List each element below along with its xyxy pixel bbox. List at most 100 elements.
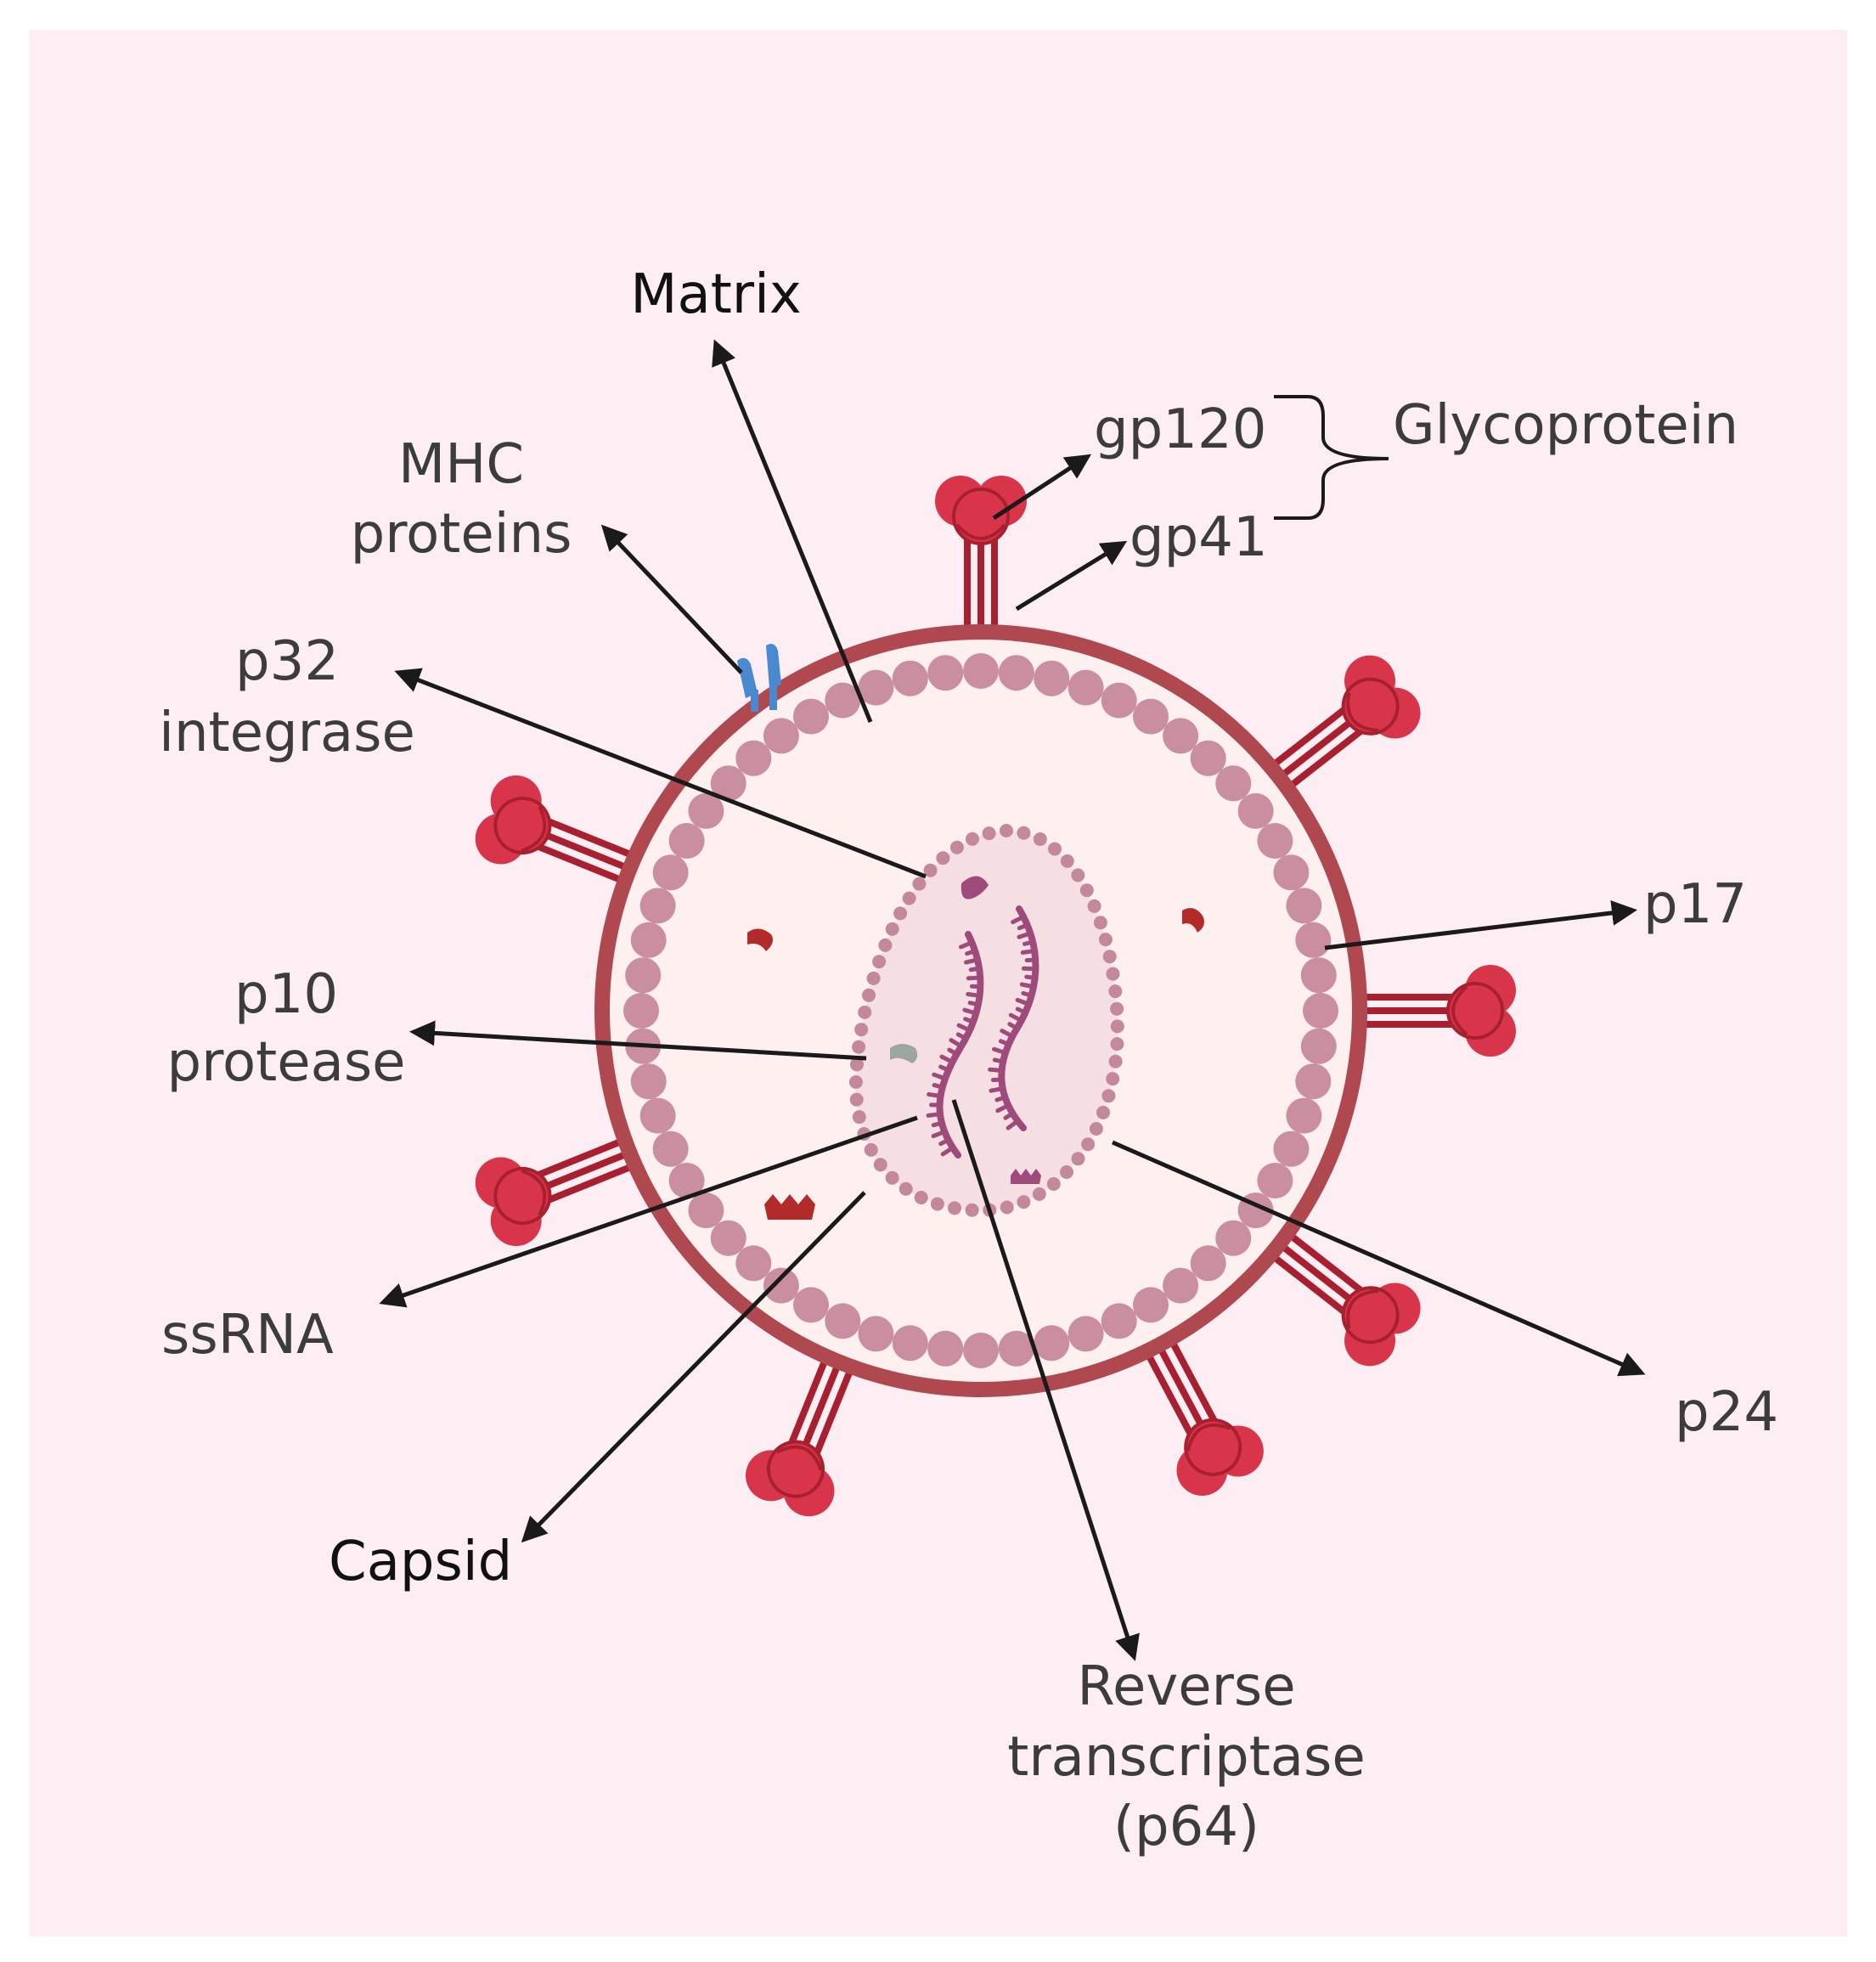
label-gp41: gp41	[1130, 506, 1268, 569]
capsid-dot	[1110, 1037, 1124, 1051]
capsid-dot	[966, 1204, 979, 1217]
capsid-dot	[852, 1040, 865, 1054]
matrix-bead	[893, 661, 928, 696]
capsid-dot	[983, 826, 996, 840]
label-glycoprotein: Glycoprotein	[1393, 394, 1738, 457]
capsid-dot	[886, 1171, 899, 1185]
rna-base-tick	[1023, 951, 1031, 952]
matrix-bead	[1133, 1287, 1169, 1322]
capsid-dot	[1017, 1195, 1030, 1209]
rna-base-tick	[994, 1049, 1003, 1051]
capsid-dot	[1047, 1177, 1061, 1191]
label-rt-line2: transcriptase	[1007, 1726, 1365, 1789]
matrix-bead	[1068, 1316, 1104, 1351]
matrix-bead	[653, 1131, 689, 1167]
capsid-dot	[1107, 967, 1120, 981]
rna-base-tick	[949, 1050, 954, 1052]
matrix-bead	[640, 888, 676, 923]
matrix-bead	[1191, 741, 1226, 776]
matrix-bead	[688, 1192, 724, 1228]
matrix-bead	[1273, 854, 1309, 890]
matrix-bead	[1257, 1163, 1293, 1198]
capsid-dot	[1096, 1106, 1110, 1119]
matrix-bead	[1163, 718, 1198, 753]
rna-base-tick	[928, 1114, 937, 1115]
rna-base-tick	[965, 1010, 973, 1012]
matrix-bead	[825, 1303, 860, 1339]
capsid-dot	[1080, 883, 1094, 897]
capsid-dot	[862, 989, 876, 1002]
label-capsid: Capsid	[329, 1531, 512, 1593]
rna-base-tick	[970, 1003, 975, 1004]
matrix-bead	[1101, 683, 1137, 719]
rna-base-tick	[933, 1124, 938, 1125]
matrix-bead	[858, 1316, 893, 1351]
capsid-dot	[899, 1182, 913, 1196]
matrix-bead	[999, 655, 1034, 691]
rna-base-tick	[929, 1095, 938, 1096]
label-p10-line1: p10	[234, 963, 338, 1026]
matrix-bead	[1286, 1098, 1321, 1134]
matrix-bead	[1034, 661, 1069, 696]
capsid-dot	[858, 1006, 871, 1019]
rna-base-tick	[971, 969, 976, 970]
matrix-bead	[653, 854, 689, 890]
capsid-dot	[948, 1201, 961, 1215]
rna-base-tick	[997, 1098, 1002, 1100]
rna-base-tick	[934, 1074, 942, 1077]
matrix-bead	[963, 653, 999, 689]
capsid-dot	[950, 841, 964, 854]
matrix-bead	[1286, 888, 1321, 923]
capsid-dot	[1106, 1072, 1119, 1085]
matrix-bead	[1215, 1221, 1251, 1256]
matrix-bead	[1163, 1268, 1198, 1304]
rna-base-tick	[1019, 927, 1024, 928]
capsid-dot	[853, 1110, 866, 1124]
matrix-bead	[1257, 823, 1293, 859]
capsid-dot	[1111, 1019, 1124, 1033]
matrix-bead	[1034, 1325, 1069, 1361]
rna-base-tick	[994, 1060, 1000, 1061]
matrix-bead	[1215, 765, 1251, 801]
rna-base-tick	[934, 1085, 939, 1087]
capsid-dot	[936, 851, 949, 865]
capsid-dot	[1088, 899, 1101, 913]
capsid-dot	[1110, 1002, 1124, 1016]
capsid-dot	[1099, 933, 1113, 946]
matrix-bead	[1068, 670, 1104, 706]
label-rt-line1: Reverse	[1077, 1655, 1295, 1718]
rna-base-tick	[933, 1133, 941, 1136]
capsid-dot	[1060, 1165, 1073, 1179]
capsid-dot	[1101, 1089, 1115, 1102]
capsid-dot	[1034, 832, 1047, 846]
matrix-bead	[1303, 993, 1338, 1029]
rna-base-tick	[1006, 1115, 1010, 1118]
matrix-bead	[1301, 1029, 1337, 1064]
capsid-dot	[865, 1143, 878, 1157]
matrix-bead	[963, 1333, 999, 1368]
capsid-dot	[874, 1158, 887, 1171]
rna-base-tick	[1017, 1000, 1025, 1003]
capsid-dot	[867, 972, 881, 985]
matrix-bead	[669, 823, 705, 859]
capsid-dot	[878, 939, 892, 952]
capsid-dot	[1090, 1122, 1103, 1136]
matrix-bead	[1133, 699, 1169, 735]
rna-base-tick	[1010, 1024, 1014, 1027]
matrix-bead	[1295, 922, 1331, 958]
matrix-bead	[893, 1325, 928, 1361]
matrix-bead	[927, 655, 963, 691]
matrix-bead	[1273, 1131, 1309, 1167]
rna-base-tick	[1017, 1009, 1023, 1011]
label-p17: p17	[1643, 873, 1747, 936]
matrix-bead	[640, 1098, 676, 1134]
matrix-bead	[623, 993, 659, 1029]
rna-base-tick	[941, 1142, 945, 1144]
capsid-dot	[903, 892, 916, 905]
capsid-dot	[893, 906, 907, 920]
matrix-bead	[1301, 957, 1337, 993]
rna-base-tick	[967, 952, 972, 954]
capsid-dot	[872, 955, 886, 968]
capsid-dot	[1033, 1187, 1046, 1201]
